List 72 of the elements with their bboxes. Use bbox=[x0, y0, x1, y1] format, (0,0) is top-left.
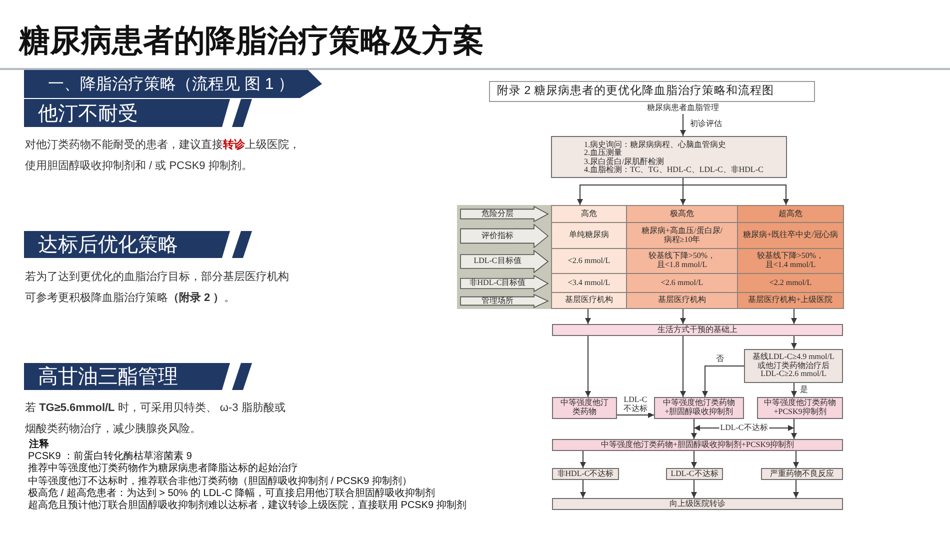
section-banner: 达标后优化策略 bbox=[24, 231, 230, 258]
arrow bbox=[680, 336, 686, 398]
table-cell: 极高危 bbox=[627, 205, 738, 223]
note-text: 超高危且预计他汀联合胆固醇吸收抑制剂难以达标者，建议转诊上级医院，直接联用 PCSK9 抑制剂 bbox=[28, 500, 466, 512]
process-box bbox=[551, 136, 787, 178]
arrow bbox=[791, 382, 797, 398]
section-banner: 他汀不耐受 bbox=[24, 99, 230, 127]
table-cell: 基层医疗机构 bbox=[551, 293, 627, 309]
table-cell: 基层医疗机构 bbox=[627, 293, 738, 309]
arrow bbox=[585, 308, 591, 324]
paragraph: 若 TG≥5.6mmol/L 时，可采用贝特类、 ω-3 脂肪酸或烟酸类药物治疗，减少胰腺炎风险。 bbox=[25, 401, 286, 437]
row-header: 危险分层 bbox=[460, 206, 549, 222]
arrow bbox=[791, 418, 797, 440]
process-box: 严重药物不良反应 bbox=[761, 468, 843, 480]
arrow bbox=[793, 480, 799, 498]
list-item: 1.病史询问：糖尿病病程、心脑血管病史 bbox=[584, 141, 727, 149]
process-box: 中等强度他汀类药物+胆固醇吸收抑制剂 bbox=[654, 397, 744, 419]
condition-box: 基线LDL-C≥4.9 mmol/L或他汀类药物治疗后LDL-C≥2.6 mmol/L bbox=[744, 349, 843, 383]
table-cell: 基层医疗机构+上级医院 bbox=[738, 293, 844, 309]
note-text: PCSK9 ：前蛋白转化酶枯草溶菌素 9 bbox=[28, 451, 192, 462]
table-cell: <2.2 mmol/L bbox=[738, 274, 844, 293]
process-bar: 向上级医院转诊 bbox=[552, 498, 843, 510]
arrow bbox=[580, 450, 586, 468]
arrow bbox=[702, 366, 744, 398]
figure-caption: 附录 2 糖尿病患者的更优化降血脂治疗策略和流程图 bbox=[489, 81, 815, 102]
table-cell: 高危 bbox=[551, 205, 627, 223]
arrow bbox=[680, 114, 686, 136]
list-item: 4.血脂检测：TC、TG、HDL-C、LDL-C、非HDL-C bbox=[584, 166, 764, 175]
arrow bbox=[680, 308, 686, 324]
process-box: LDL-C不达标 bbox=[666, 468, 723, 480]
process-box: 中等强度他汀类药物+PCSK9抑制剂 bbox=[757, 397, 843, 419]
paragraph: 对他汀类药物不能耐受的患者，建议直接转诊上级医院，使用胆固醇吸收抑制剂和 / 或 PCSK9 抑制剂。 bbox=[25, 138, 301, 174]
arrow bbox=[691, 418, 697, 440]
note-text: 推荐中等强度他汀类药物作为糖尿病患者降脂达标的起始治疗 bbox=[28, 463, 298, 475]
arrow bbox=[793, 450, 799, 468]
list-item: 3.尿白蛋白/尿肌酐检测 bbox=[584, 158, 666, 166]
list-item: 2.血压测量 bbox=[584, 149, 623, 158]
table-cell: 糖尿病+高血压/蛋白尿/病程≥10年 bbox=[627, 223, 738, 249]
row-header: 评价指标 bbox=[460, 224, 549, 248]
arrow bbox=[616, 412, 654, 418]
edge-label: 初诊评估 bbox=[689, 120, 723, 129]
table-cell: 较基线下降>50%，且<1.8 mmol/L bbox=[627, 249, 738, 274]
process-box: 中等强度他汀类药物 bbox=[552, 397, 617, 419]
arrow bbox=[791, 308, 797, 324]
note-text: 中等强度他汀不达标时，推荐联合非他汀类药物（胆固醇吸收抑制剂 / PCSK9 抑制剂） bbox=[28, 476, 412, 488]
table-cell: <2.6 mmol/L bbox=[551, 249, 627, 274]
section-banner: 高甘油三酯管理 bbox=[24, 363, 230, 390]
process-bar: 中等强度他汀类药物+胆固醇吸收抑制剂+PCSK9抑制剂 bbox=[552, 439, 843, 451]
row-header: LDL-C目标值 bbox=[460, 250, 549, 273]
arrow bbox=[791, 336, 797, 350]
notes-heading: 注释 bbox=[29, 439, 49, 451]
arrow bbox=[691, 450, 697, 468]
paragraph: 若为了达到更优化的血脂治疗目标，部分基层医疗机构可参考更积极降血脂治疗策略（附录 2 ）。 bbox=[25, 270, 290, 306]
arrow bbox=[577, 178, 789, 206]
page-title: 糖尿病患者的降脂治疗策略及方案 bbox=[19, 23, 484, 59]
row-header: 非HDL-C目标值 bbox=[460, 275, 549, 292]
table-cell: 糖尿病+既往卒中史/冠心病 bbox=[738, 223, 844, 249]
table-cell: <3.4 mmol/L bbox=[551, 274, 627, 293]
process-bar: 生活方式干预的基础上 bbox=[552, 324, 843, 336]
table-cell: 较基线下降>50%，且<1.4 mmol/L bbox=[738, 249, 844, 274]
table-cell: <2.6 mmol/L bbox=[627, 274, 738, 293]
arrow bbox=[580, 480, 586, 498]
start-text: 糖尿病患者血脂管理 bbox=[636, 103, 730, 114]
process-box: 非HDL-C不达标 bbox=[552, 468, 619, 480]
note-text: 极高危 / 超高危患者：为达到 > 50% 的 LDL-C 降幅，可直接启用他汀联合胆固醇吸收抑制剂 bbox=[28, 488, 435, 500]
edge-label: 否 bbox=[715, 355, 725, 364]
arrow bbox=[585, 336, 591, 398]
edge-label: 是 bbox=[799, 386, 809, 395]
arrow bbox=[691, 480, 697, 498]
table-cell: 单纯糖尿病 bbox=[551, 223, 627, 249]
table-cell: 超高危 bbox=[738, 205, 844, 223]
row-header: 管理场所 bbox=[460, 294, 549, 308]
